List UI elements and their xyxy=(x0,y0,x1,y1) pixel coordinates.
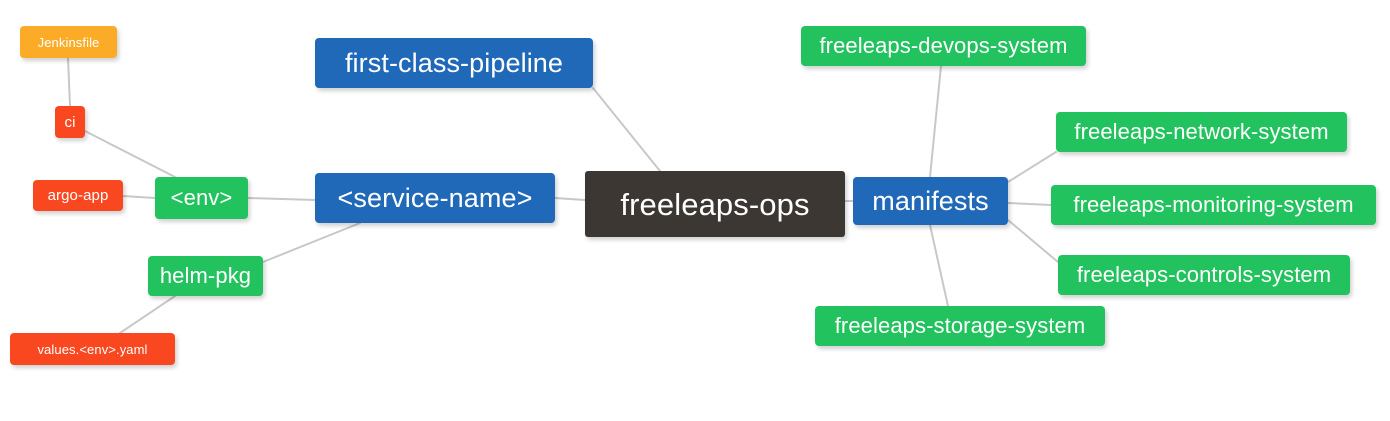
mindmap-node-values-env-yaml[interactable]: values.<env>.yaml xyxy=(10,333,175,365)
mindmap-node-argo-app[interactable]: argo-app xyxy=(33,180,123,211)
mindmap-edge-service-name-to-root xyxy=(554,197,586,201)
mindmap-node-freeleaps-controls-system[interactable]: freeleaps-controls-system xyxy=(1058,255,1350,295)
mindmap-node-freeleaps-storage-system[interactable]: freeleaps-storage-system xyxy=(815,306,1105,346)
mindmap-edge-freeleaps-storage-system-to-manifests xyxy=(929,224,949,307)
mindmap-node-first-class-pipeline[interactable]: first-class-pipeline xyxy=(315,38,593,88)
mindmap-edge-argo-app-to-env xyxy=(122,195,156,199)
mindmap-edge-freeleaps-monitoring-system-to-manifests xyxy=(1007,202,1052,206)
mindmap-edge-first-class-pipeline-to-root xyxy=(592,87,661,172)
mindmap-node-service-name[interactable]: <service-name> xyxy=(315,173,555,223)
mindmap-node-freeleaps-monitoring-system[interactable]: freeleaps-monitoring-system xyxy=(1051,185,1376,225)
mindmap-edge-helm-pkg-to-service-name xyxy=(262,222,361,263)
mindmap-node-ci[interactable]: ci xyxy=(55,106,85,138)
mindmap-edge-values-env-yaml-to-helm-pkg xyxy=(119,295,176,334)
mindmap-node-env[interactable]: <env> xyxy=(155,177,248,219)
mindmap-node-jenkinsfile[interactable]: Jenkinsfile xyxy=(20,26,117,58)
mindmap-edge-ci-to-env xyxy=(84,130,176,178)
mindmap-edge-jenkinsfile-to-ci xyxy=(67,57,71,107)
mindmap-edge-freeleaps-network-system-to-manifests xyxy=(1007,151,1057,183)
mindmap-edge-freeleaps-devops-system-to-manifests xyxy=(929,65,942,178)
mindmap-node-freeleaps-network-system[interactable]: freeleaps-network-system xyxy=(1056,112,1347,152)
mindmap-node-freeleaps-devops-system[interactable]: freeleaps-devops-system xyxy=(801,26,1086,66)
mindmap-edge-freeleaps-controls-system-to-manifests xyxy=(1007,219,1059,263)
mindmap-node-root[interactable]: freeleaps-ops xyxy=(585,171,845,237)
mindmap-node-manifests[interactable]: manifests xyxy=(853,177,1008,225)
mindmap-edge-env-to-service-name xyxy=(247,197,316,201)
mindmap-node-helm-pkg[interactable]: helm-pkg xyxy=(148,256,263,296)
